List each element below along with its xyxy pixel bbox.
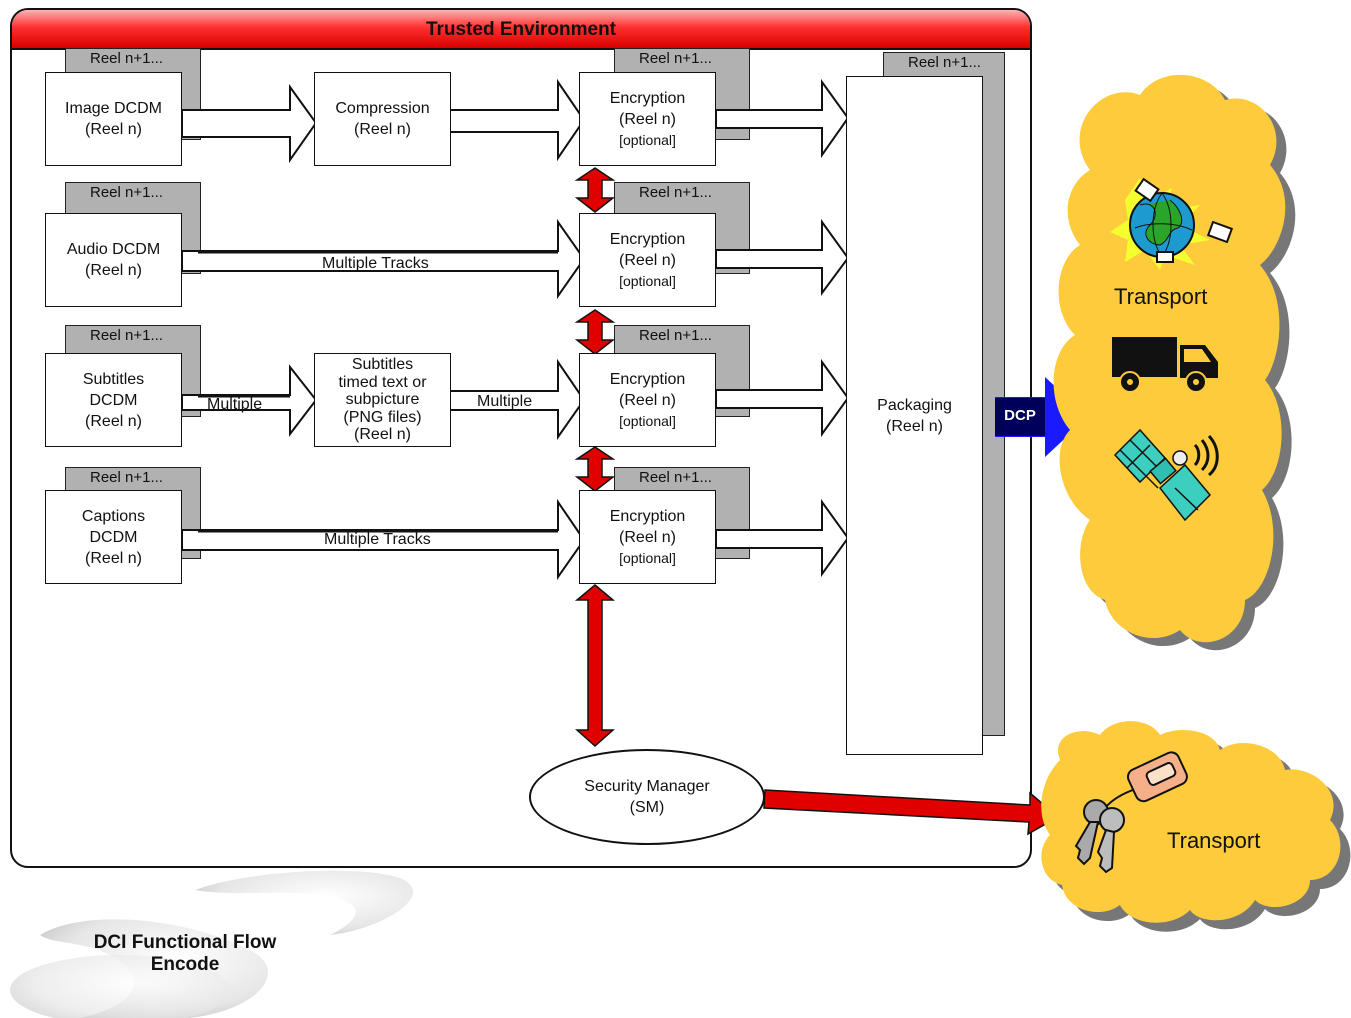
sm-abbrev: (SM) <box>629 799 665 816</box>
box-reel: (Reel n) <box>85 121 142 138</box>
box-title: Encryption <box>609 89 686 107</box>
branding-title: DCI Functional Flow Encode <box>60 932 310 976</box>
box-optional: [optional] <box>619 131 676 148</box>
flow-arrow <box>715 78 850 159</box>
box-title: Captions <box>81 507 146 525</box>
brand-swoosh <box>195 870 414 935</box>
image-dcdm-box: Image DCDM (Reel n) <box>45 72 182 166</box>
compression-box: Compression (Reel n) <box>314 72 451 166</box>
flow-arrow <box>181 364 318 437</box>
box-reel: (Reel n) <box>886 417 943 435</box>
keys-icon <box>1074 751 1188 874</box>
reel-next-label: Reel n+1... <box>639 469 712 486</box>
subtitles-timed-text-box: Subtitles timed text or subpicture (PNG … <box>314 353 451 447</box>
reel-next-label: Reel n+1... <box>90 469 163 486</box>
flow-arrow <box>715 218 850 297</box>
box-reel: (Reel n) <box>85 412 142 430</box>
reel-next-label: Reel n+1... <box>639 327 712 344</box>
flow-arrow <box>181 218 586 300</box>
box-reel: (Reel n) <box>619 528 676 546</box>
encryption-box-image: Encryption (Reel n) [optional] <box>579 72 716 166</box>
audio-dcdm-box: Audio DCDM (Reel n) <box>45 213 182 307</box>
satellite-icon <box>1113 428 1219 522</box>
box-title: Encryption <box>609 370 686 388</box>
box-reel: (Reel n) <box>85 549 142 567</box>
security-manager: Security Manager (SM) <box>529 749 765 845</box>
box-reel: (Reel n) <box>619 251 676 269</box>
reel-next-label: Reel n+1... <box>90 184 163 201</box>
box-title: Compression <box>335 100 430 117</box>
truck-icon <box>1112 337 1218 393</box>
box-line: subpicture <box>345 391 420 409</box>
multiple-label: Multiple <box>477 393 533 410</box>
multiple-tracks-label: Multiple Tracks <box>322 255 429 272</box>
reel-next-label: Reel n+1... <box>639 184 712 201</box>
reel-next-label: Reel n+1... <box>639 50 712 67</box>
reel-next-label: Reel n+1... <box>908 54 981 71</box>
brand-swoosh <box>10 955 230 1018</box>
flow-arrow <box>715 358 850 438</box>
transport-label: Transport <box>1167 828 1261 853</box>
encryption-box-audio: Encryption (Reel n) [optional] <box>579 213 716 307</box>
globe-satellite-icon <box>1110 177 1234 270</box>
flow-arrow <box>449 358 586 441</box>
box-optional: [optional] <box>619 412 676 429</box>
encryption-box-subtitles: Encryption (Reel n) [optional] <box>579 353 716 447</box>
reel-next-label: Reel n+1... <box>90 327 163 344</box>
flow-arrow <box>715 498 850 578</box>
transport-cloud-2 <box>1041 721 1351 932</box>
box-reel: (Reel n) <box>354 121 411 138</box>
branding-line1: DCI Functional Flow <box>93 932 277 953</box>
dcp-label: DCP <box>1004 407 1036 424</box>
box-title: Audio DCDM <box>66 241 161 258</box>
subtitles-dcdm-box: Subtitles DCDM (Reel n) <box>45 353 182 447</box>
red-key-arrow <box>763 789 1060 836</box>
box-title: Encryption <box>609 230 686 248</box>
flow-arrow <box>449 78 586 162</box>
box-line: (Reel n) <box>354 426 411 444</box>
box-subtitle: DCDM <box>89 391 138 409</box>
branding-line2: Encode <box>150 954 220 975</box>
multiple-tracks-label: Multiple Tracks <box>324 531 431 548</box>
box-title: Subtitles <box>82 370 145 388</box>
box-subtitle: DCDM <box>89 528 138 546</box>
transport-label: Transport <box>1114 284 1208 309</box>
reel-next-label: Reel n+1... <box>90 50 163 67</box>
environment-title: Trusted Environment <box>12 10 1030 50</box>
encryption-box-captions: Encryption (Reel n) [optional] <box>579 490 716 584</box>
captions-dcdm-box: Captions DCDM (Reel n) <box>45 490 182 584</box>
box-reel: (Reel n) <box>619 110 676 128</box>
packaging-box: Packaging (Reel n) <box>846 76 983 755</box>
box-line: Subtitles <box>351 356 414 374</box>
box-optional: [optional] <box>619 549 676 566</box>
box-title: Image DCDM <box>65 100 162 117</box>
box-line: timed text or <box>338 373 427 391</box>
box-reel: (Reel n) <box>619 391 676 409</box>
box-optional: [optional] <box>619 272 676 289</box>
red-double-arrow <box>574 167 616 748</box>
flow-arrow <box>181 83 318 164</box>
flow-arrow <box>181 498 586 581</box>
box-reel: (Reel n) <box>85 262 142 279</box>
box-title: Encryption <box>609 507 686 525</box>
box-line: (PNG files) <box>343 408 422 426</box>
box-title: Packaging <box>877 396 952 414</box>
multiple-label: Multiple <box>207 396 263 413</box>
sm-title: Security Manager <box>584 778 710 795</box>
